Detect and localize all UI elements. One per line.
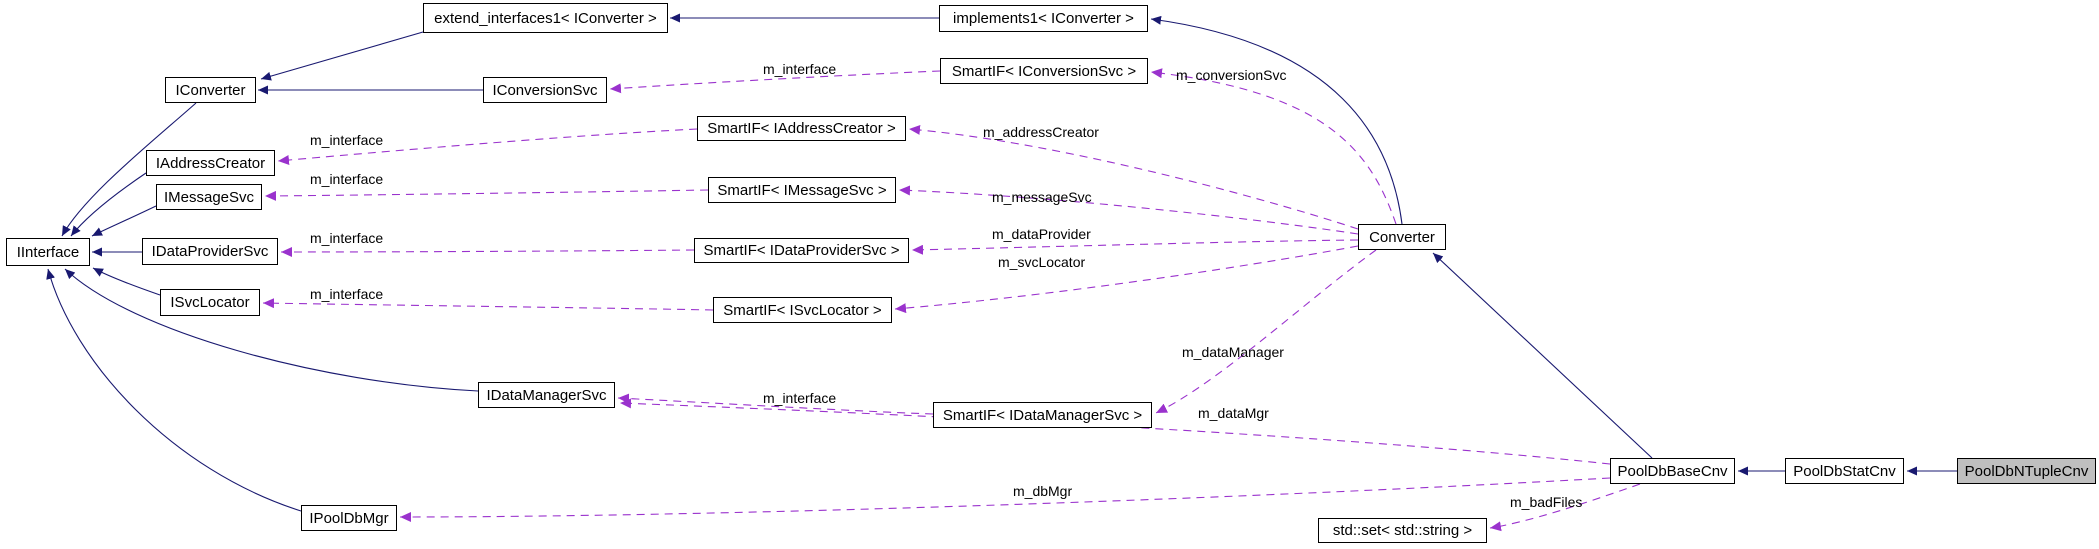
edge-isvclocator-to-iinterface [92,267,161,296]
edge-label-m_conversionSvc: m_conversionSvc [1176,67,1287,83]
edge-label-m_interface: m_interface [310,132,384,148]
edge-label-m_badFiles: m_badFiles [1510,494,1583,510]
node-smartif-iaddresscreator[interactable]: SmartIF< IAddressCreator > [697,116,906,141]
edge-label-m_interface: m_interface [763,390,837,406]
edge-imessagesvc-to-iinterface [91,205,157,237]
node-idatamanagersvc[interactable]: IDataManagerSvc [478,382,615,408]
edge-pooldbbasecnv-to-converter [1432,252,1653,459]
edge-converter-to-smartif-idatamanagersvc [1155,249,1377,414]
node-smartif-imessagesvc[interactable]: SmartIF< IMessageSvc > [708,177,896,203]
node-implements1-iconverter[interactable]: implements1< IConverter > [939,5,1148,32]
node-imessagesvc[interactable]: IMessageSvc [156,184,262,210]
edge-label-m_dataProvider: m_dataProvider [992,226,1091,242]
node-iinterface[interactable]: IInterface [6,238,90,266]
edge-converter-to-smartif-iaddresscreator [908,124,1359,230]
node-idataprovidersvc[interactable]: IDataProviderSvc [142,238,278,265]
node-std-set-std-string[interactable]: std::set< std::string > [1318,518,1487,543]
edge-iaddresscreator-to-iinterface [70,172,147,237]
node-iaddresscreator[interactable]: IAddressCreator [146,150,275,176]
edge-label-m_dbMgr: m_dbMgr [1013,483,1073,499]
node-isvclocator[interactable]: ISvcLocator [160,289,260,316]
edge-label-m_interface: m_interface [763,61,837,77]
edge-smartif-iaddresscreator-to-iaddresscreator [277,128,698,166]
node-ipooldbmgr[interactable]: IPoolDbMgr [301,505,397,531]
edge-label-m_interface: m_interface [310,286,384,302]
edge-idatamanagersvc-to-iinterface [64,268,479,392]
edge-converter-to-implements1-iconverter [1150,15,1403,225]
edge-smartif-imessagesvc-to-imessagesvc [264,189,709,201]
edge-label-m_messageSvc: m_messageSvc [992,189,1092,205]
edge-label-m_dataMgr: m_dataMgr [1198,405,1269,421]
node-pooldbbasecnv[interactable]: PoolDbBaseCnv [1610,458,1735,484]
node-pooldbntuplecnv: PoolDbNTupleCnv [1957,458,2096,484]
edge-iconverter-to-iinterface [61,102,197,237]
node-smartif-isvclocator[interactable]: SmartIF< ISvcLocator > [713,297,892,323]
node-pooldbstatcnv[interactable]: PoolDbStatCnv [1785,458,1904,484]
edge-converter-to-smartif-isvclocator [894,245,1359,314]
edge-extend-interfaces1-iconverter-to-iconverter [260,31,424,81]
node-iconverter[interactable]: IConverter [165,77,256,103]
edge-label-m_interface: m_interface [310,171,384,187]
edge-smartif-idataprovidersvc-to-idataprovidersvc [280,246,695,257]
edge-ipooldbmgr-to-iinterface [46,268,302,512]
edge-pooldbbasecnv-to-ipooldbmgr [399,477,1611,522]
edge-label-m_svcLocator: m_svcLocator [998,254,1086,270]
node-converter[interactable]: Converter [1358,224,1446,250]
node-iconversionsvc[interactable]: IConversionSvc [483,77,607,103]
edge-smartif-isvclocator-to-isvclocator [262,298,714,311]
edge-converter-to-smartif-idataprovidersvc [911,239,1359,255]
edge-label-m_dataManager: m_dataManager [1182,344,1284,360]
node-smartif-idataprovidersvc[interactable]: SmartIF< IDataProviderSvc > [694,238,909,263]
edge-smartif-idatamanagersvc-to-idatamanagersvc [617,393,934,415]
edge-label-m_interface: m_interface [310,230,384,246]
node-smartif-iconversionsvc[interactable]: SmartIF< IConversionSvc > [940,58,1148,84]
edge-converter-to-smartif-iconversionsvc [1150,68,1397,225]
node-extend-interfaces1-iconverter[interactable]: extend_interfaces1< IConverter > [423,3,668,33]
node-smartif-idatamanagersvc[interactable]: SmartIF< IDataManagerSvc > [933,402,1152,428]
edge-label-m_addressCreator: m_addressCreator [983,124,1099,140]
edge-converter-to-smartif-imessagesvc [898,185,1359,235]
edge-pooldbbasecnv-to-std-set-std-string [1489,483,1641,532]
